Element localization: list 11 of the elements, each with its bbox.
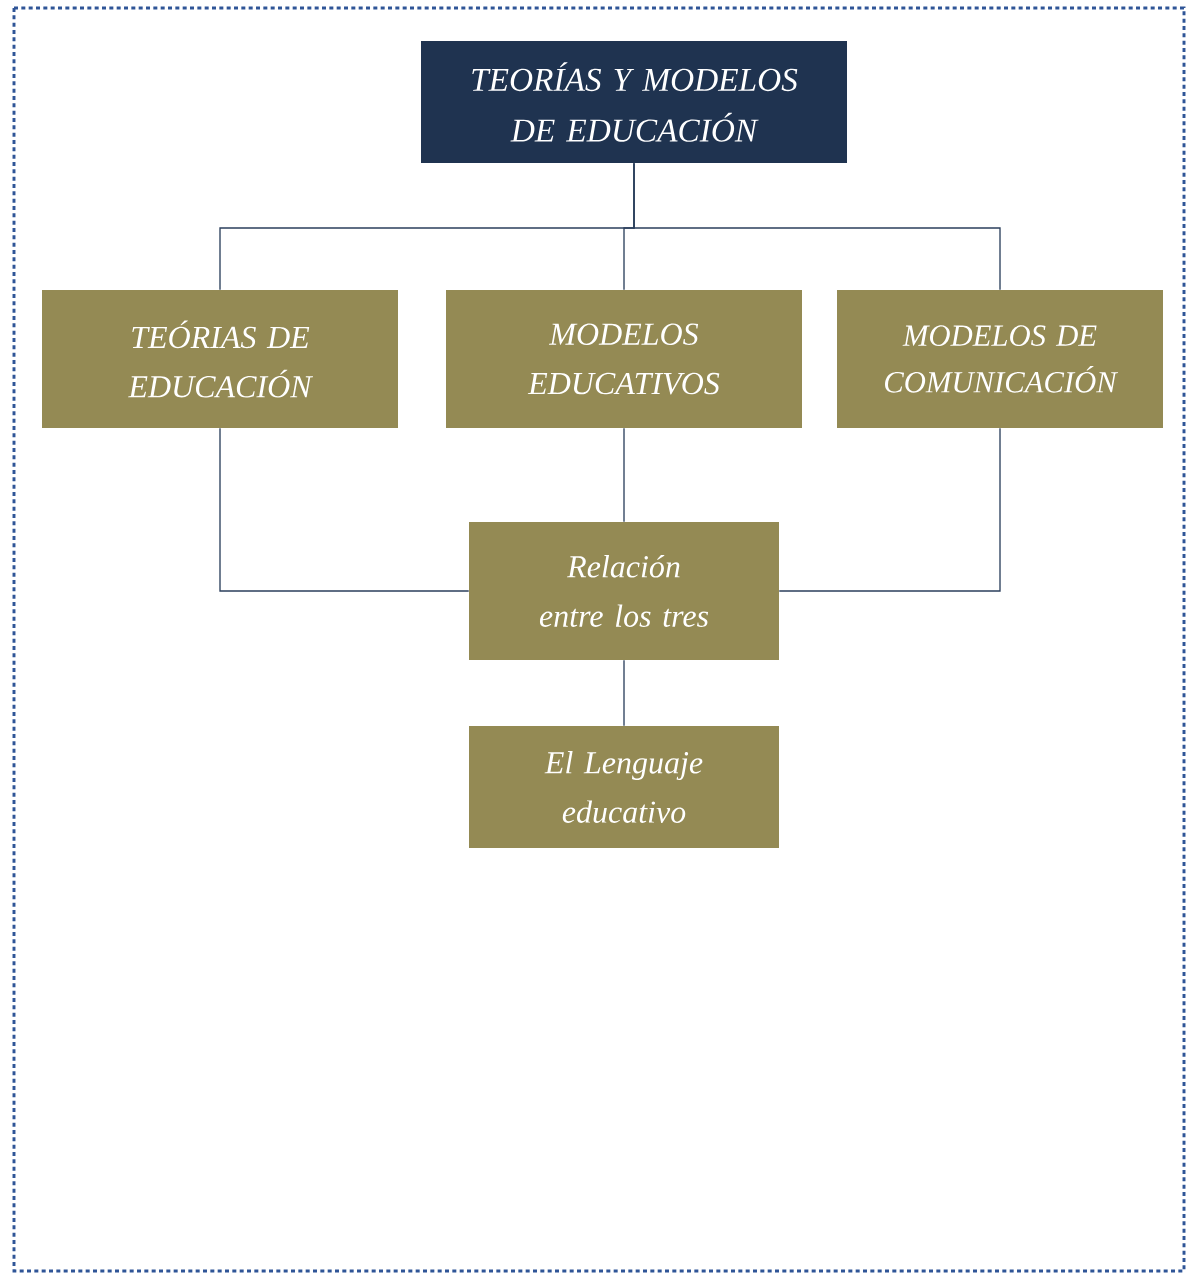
topic-box: MODELOS DE COMUNICACIÓN [837, 290, 1163, 428]
connector-line [778, 427, 1001, 592]
connector-line [633, 162, 1001, 291]
topic-box: MODELOS EDUCATIVOS [446, 290, 802, 428]
connector-line [219, 427, 470, 592]
topic-box: El Lenguaje educativo [469, 726, 779, 848]
topic-box: TEÓRIAS DE EDUCACIÓN [42, 290, 398, 428]
connector-line [623, 427, 625, 523]
topic-box: Relación entre los tres [469, 522, 779, 660]
connector-line [623, 659, 625, 727]
title-box: TEORÍAS Y MODELOS DE EDUCACIÓN [421, 41, 847, 163]
